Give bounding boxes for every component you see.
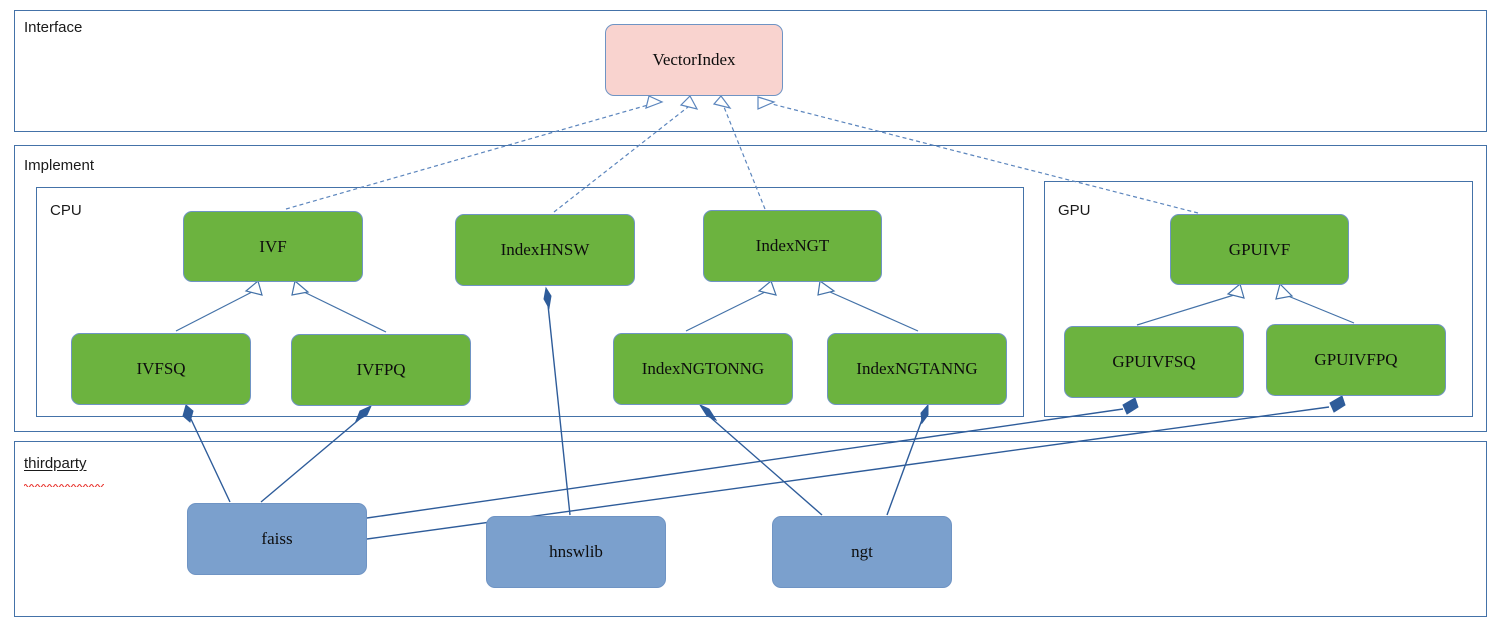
- container-label-thirdparty: thirdparty: [24, 455, 87, 472]
- edge-gpuivf-to-vectorindex: [757, 96, 1199, 214]
- edge-ngt-to-indexngtanng: [886, 403, 929, 516]
- node-ivf[interactable]: IVF: [183, 211, 363, 282]
- edge-hnswlib-to-indexhnsw: [543, 286, 571, 516]
- node-gpuivf[interactable]: GPUIVF: [1170, 214, 1349, 285]
- edge-ivfpq-to-ivf: [291, 279, 387, 333]
- edge-ngt-to-indexngtonng: [698, 403, 823, 516]
- node-faiss[interactable]: faiss: [187, 503, 367, 575]
- node-vectorindex[interactable]: VectorIndex: [605, 24, 783, 96]
- edge-indexngtanng-to-indexngt: [817, 279, 919, 332]
- container-label-gpu: GPU: [1058, 202, 1091, 219]
- edge-gpuivfsq-to-gpuivf: [1136, 282, 1245, 326]
- node-indexngt[interactable]: IndexNGT: [703, 210, 882, 282]
- edge-indexngt-to-vectorindex: [712, 95, 766, 210]
- container-cpu: [36, 187, 1024, 417]
- container-implement: [14, 145, 1487, 432]
- node-gpuivfsq[interactable]: GPUIVFSQ: [1064, 326, 1244, 398]
- node-ivfpq[interactable]: IVFPQ: [291, 334, 471, 406]
- node-gpuivfpq[interactable]: GPUIVFPQ: [1266, 324, 1446, 396]
- container-label-interface: Interface: [24, 19, 83, 36]
- node-indexngtonng[interactable]: IndexNGTONNG: [613, 333, 793, 405]
- edge-faiss-to-gpuivfsq: [366, 397, 1139, 519]
- node-hnswlib[interactable]: hnswlib: [486, 516, 666, 588]
- node-ivfsq[interactable]: IVFSQ: [71, 333, 251, 405]
- container-interface: [14, 10, 1487, 132]
- edge-ivf-to-vectorindex: [285, 95, 664, 210]
- edge-indexngtonng-to-indexngt: [685, 279, 777, 332]
- container-label-cpu: CPU: [50, 202, 82, 219]
- edge-ivfsq-to-ivf: [175, 279, 263, 332]
- edge-gpuivfpq-to-gpuivf: [1275, 282, 1355, 324]
- edge-faiss-to-ivfpq: [260, 405, 372, 503]
- node-indexhnsw[interactable]: IndexHNSW: [455, 214, 635, 286]
- container-thirdparty: [14, 441, 1487, 617]
- edge-faiss-to-ivfsq: [182, 404, 231, 503]
- node-ngt[interactable]: ngt: [772, 516, 952, 588]
- container-label-implement: Implement: [24, 157, 95, 174]
- node-indexngtanng[interactable]: IndexNGTANNG: [827, 333, 1007, 405]
- edge-indexhnsw-to-vectorindex: [553, 95, 699, 213]
